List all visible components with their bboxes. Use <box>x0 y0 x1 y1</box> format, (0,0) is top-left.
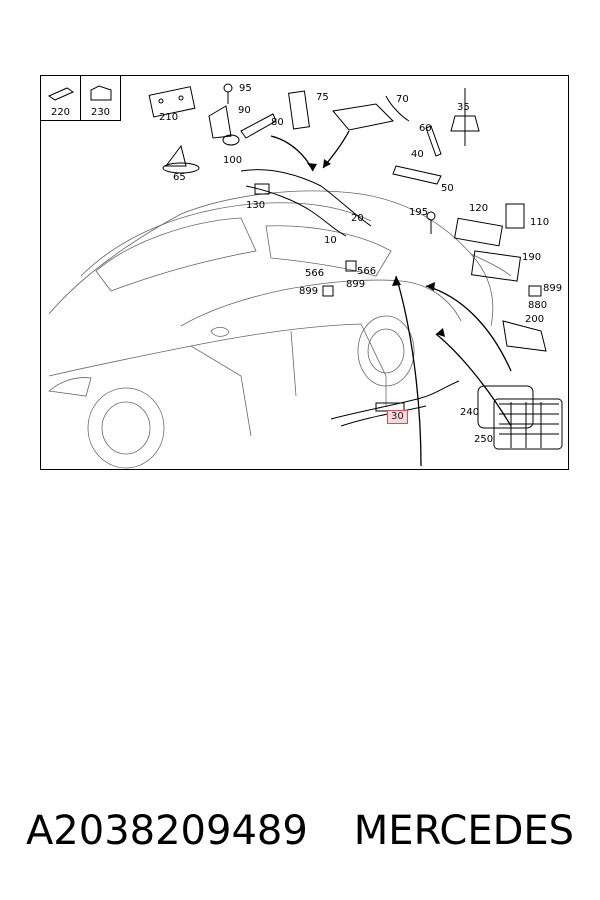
callout-250[interactable]: 250 <box>474 434 494 445</box>
callout-240[interactable]: 240 <box>460 407 480 418</box>
callout-566-right[interactable]: 566 <box>357 266 377 277</box>
callout-200[interactable]: 200 <box>525 314 545 325</box>
callout-100[interactable]: 100 <box>223 155 243 166</box>
thumbnail-230[interactable]: 230 <box>81 76 121 121</box>
brand-name: MERCEDES <box>353 808 575 854</box>
callout-210[interactable]: 210 <box>159 112 179 123</box>
callout-110[interactable]: 110 <box>530 217 550 228</box>
callout-70[interactable]: 70 <box>396 94 409 105</box>
callout-35[interactable]: 35 <box>457 102 470 113</box>
arrow-heads <box>307 159 445 337</box>
callout-120[interactable]: 120 <box>469 203 489 214</box>
callout-20[interactable]: 20 <box>351 213 364 224</box>
part-number: A2038209489 <box>25 808 308 854</box>
callout-65[interactable]: 65 <box>173 172 186 183</box>
callout-90[interactable]: 90 <box>238 105 251 116</box>
callout-899-right[interactable]: 899 <box>543 283 563 294</box>
callout-190[interactable]: 190 <box>522 252 542 263</box>
callout-880[interactable]: 880 <box>528 300 548 311</box>
thumbnail-220[interactable]: 220 <box>41 76 81 121</box>
callout-75[interactable]: 75 <box>316 92 329 103</box>
callout-899-middle[interactable]: 899 <box>346 279 366 290</box>
callout-195[interactable]: 195 <box>409 207 429 218</box>
parts-diagram: 220 230 95 90 210 80 75 70 35 60 100 65 … <box>40 75 569 470</box>
parts-drawings <box>148 83 563 450</box>
callout-566-left[interactable]: 566 <box>305 268 325 279</box>
part-caption: A2038209489 MERCEDES <box>0 808 600 854</box>
callout-80[interactable]: 80 <box>271 117 284 128</box>
thumbnail-label: 230 <box>90 107 111 118</box>
thumbnail-label: 220 <box>50 107 71 118</box>
callout-40[interactable]: 40 <box>411 149 424 160</box>
car-outline <box>48 190 512 469</box>
thumbnail-strip: 220 230 <box>41 76 121 121</box>
diagram-artwork <box>48 83 563 469</box>
callout-95[interactable]: 95 <box>239 83 252 94</box>
callout-50[interactable]: 50 <box>441 183 454 194</box>
callout-130[interactable]: 130 <box>246 200 266 211</box>
callout-60[interactable]: 60 <box>419 123 432 134</box>
callout-10[interactable]: 10 <box>324 235 337 246</box>
clip-icon <box>90 85 112 101</box>
callout-30-highlighted[interactable]: 30 <box>387 410 408 424</box>
strip-icon <box>47 87 75 101</box>
callout-899-left[interactable]: 899 <box>299 286 319 297</box>
